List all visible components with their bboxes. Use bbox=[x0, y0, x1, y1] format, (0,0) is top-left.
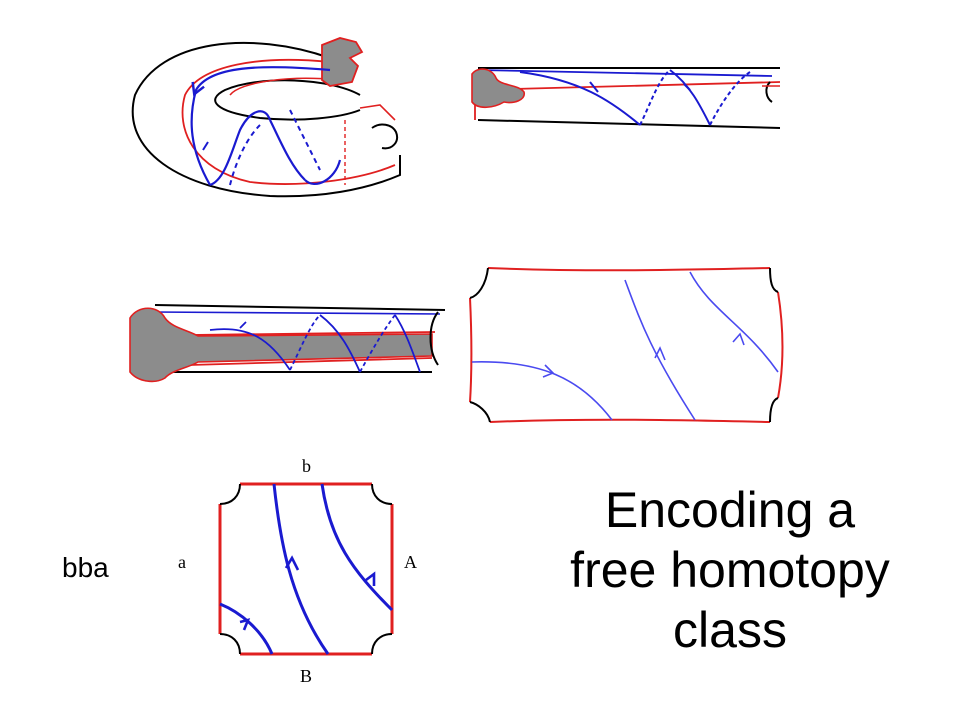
cut-band bbox=[129, 307, 433, 383]
cut-torus-panel bbox=[131, 37, 401, 198]
cut-disk-left bbox=[471, 68, 525, 109]
title-line-2: free homotopy bbox=[570, 542, 890, 598]
edge-label-right: A bbox=[404, 552, 417, 572]
long-cylinder-panel bbox=[129, 304, 446, 383]
edge-label-left: a bbox=[178, 552, 186, 572]
cut-disk-upper bbox=[321, 37, 364, 87]
edge-label-top: b bbox=[302, 456, 311, 476]
slide-title: Encoding a free homotopy class bbox=[520, 480, 940, 660]
flattened-rectangle-panel bbox=[469, 267, 784, 423]
word-label: bba bbox=[62, 552, 109, 583]
title-line-1: Encoding a bbox=[604, 482, 856, 538]
edge-label-bottom: B bbox=[300, 666, 313, 686]
title-line-3: class bbox=[673, 602, 787, 658]
labeled-square-panel bbox=[218, 482, 394, 656]
cylinder-panel bbox=[471, 67, 781, 129]
